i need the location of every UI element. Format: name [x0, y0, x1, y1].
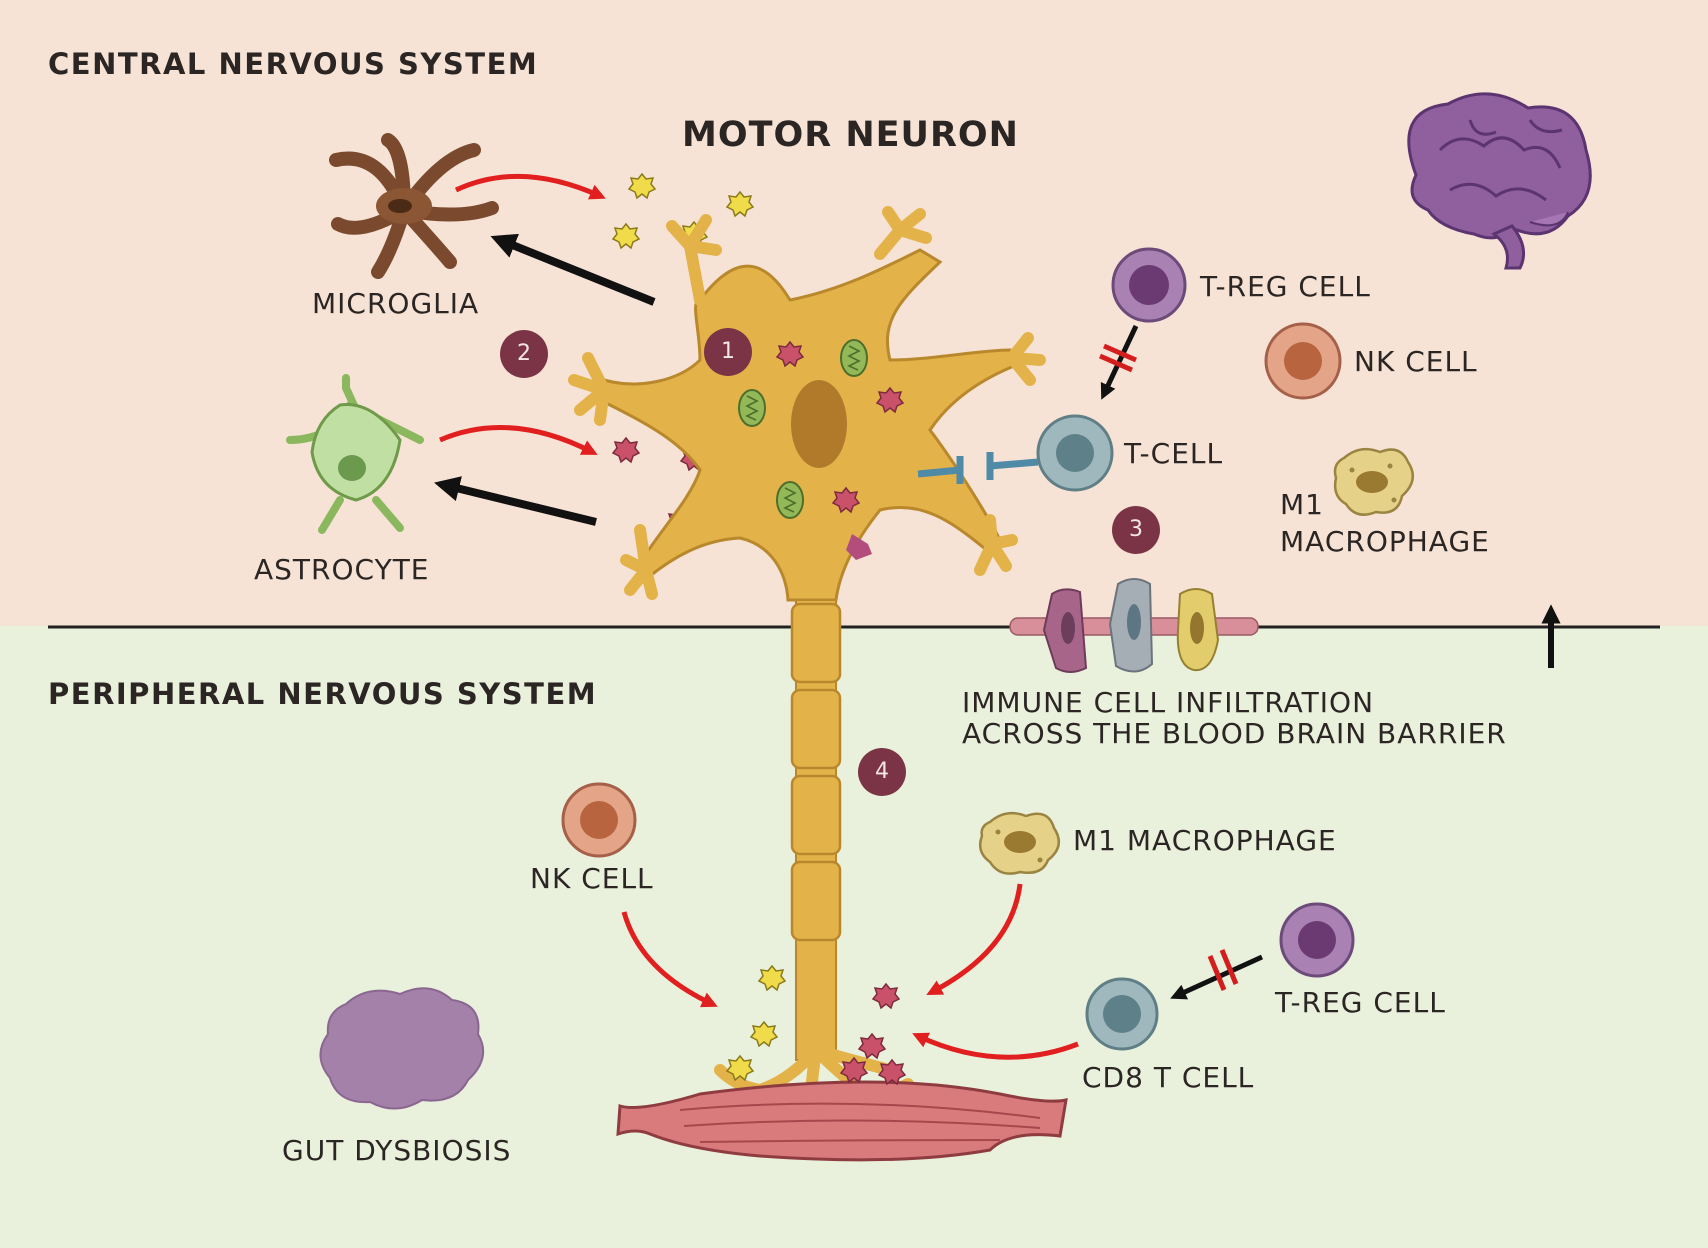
neuron-to-microglia-arrow	[490, 233, 656, 306]
brain-icon	[1407, 92, 1592, 270]
m1-macrophage-bottom	[979, 811, 1061, 875]
microglia-label: MICROGLIA	[312, 287, 480, 320]
gut-dysbiosis-label: GUT DYSBIOSIS	[282, 1134, 512, 1167]
m1-macrophage-top	[1333, 447, 1415, 516]
cd8-attack-arrow	[912, 1032, 1079, 1060]
step-badge-1: 1	[704, 328, 752, 376]
inhibition-symbol	[917, 452, 1039, 484]
astrocyte-release-arrow	[439, 425, 598, 455]
diagram-title: MOTOR NEURON	[682, 115, 1019, 155]
nk-cell-attack-arrow	[621, 911, 718, 1008]
step-badge-2: 2	[500, 330, 548, 378]
treg-cell-top	[1111, 247, 1187, 323]
neuron-to-astrocyte-arrow	[434, 476, 597, 526]
m1-top-label-line1: M1	[1280, 488, 1324, 521]
blocked-marker-bottom	[1207, 949, 1239, 991]
bbb-label-line1: IMMUNE CELL INFILTRATION	[962, 686, 1375, 719]
m1-macrophage-attack-arrow	[926, 883, 1023, 995]
cns-region-label: CENTRAL NERVOUS SYSTEM	[48, 47, 539, 81]
motor-neuron	[568, 206, 1046, 1140]
m1-top-label-line2: MACROPHAGE	[1280, 525, 1490, 558]
step-badge-4: 4	[858, 748, 906, 796]
pns-region-label: PERIPHERAL NERVOUS SYSTEM	[48, 677, 598, 711]
blocked-marker-top	[1098, 343, 1138, 373]
treg-bottom-label: T-REG CELL	[1275, 986, 1446, 1019]
t-cell-label: T-CELL	[1124, 437, 1224, 470]
astrocyte-label: ASTROCYTE	[254, 553, 430, 586]
gut-icon	[319, 987, 485, 1110]
cd8-t-cell	[1085, 977, 1159, 1051]
infiltrating-immune-cells	[1042, 578, 1220, 673]
treg-to-tcell-arrow	[1100, 324, 1139, 400]
nk-top-label: NK CELL	[1354, 345, 1478, 378]
microglia-release-arrow	[454, 173, 606, 200]
nk-cell-top	[1264, 322, 1342, 400]
treg-cell-bottom	[1279, 902, 1355, 978]
nk-cell-bottom	[561, 782, 637, 858]
t-cell	[1036, 414, 1114, 492]
astrocyte-cell	[286, 374, 424, 534]
nk-bottom-label: NK CELL	[530, 862, 654, 895]
cd8-label: CD8 T CELL	[1082, 1061, 1255, 1094]
microglia-cell	[329, 133, 499, 279]
muscle-fiber	[616, 1080, 1068, 1162]
m1-bottom-label: M1 MACROPHAGE	[1073, 824, 1337, 857]
treg-top-label: T-REG CELL	[1200, 270, 1371, 303]
bbb-label-line2: ACROSS THE BLOOD BRAIN BARRIER	[962, 717, 1507, 750]
step-badge-3: 3	[1112, 506, 1160, 554]
